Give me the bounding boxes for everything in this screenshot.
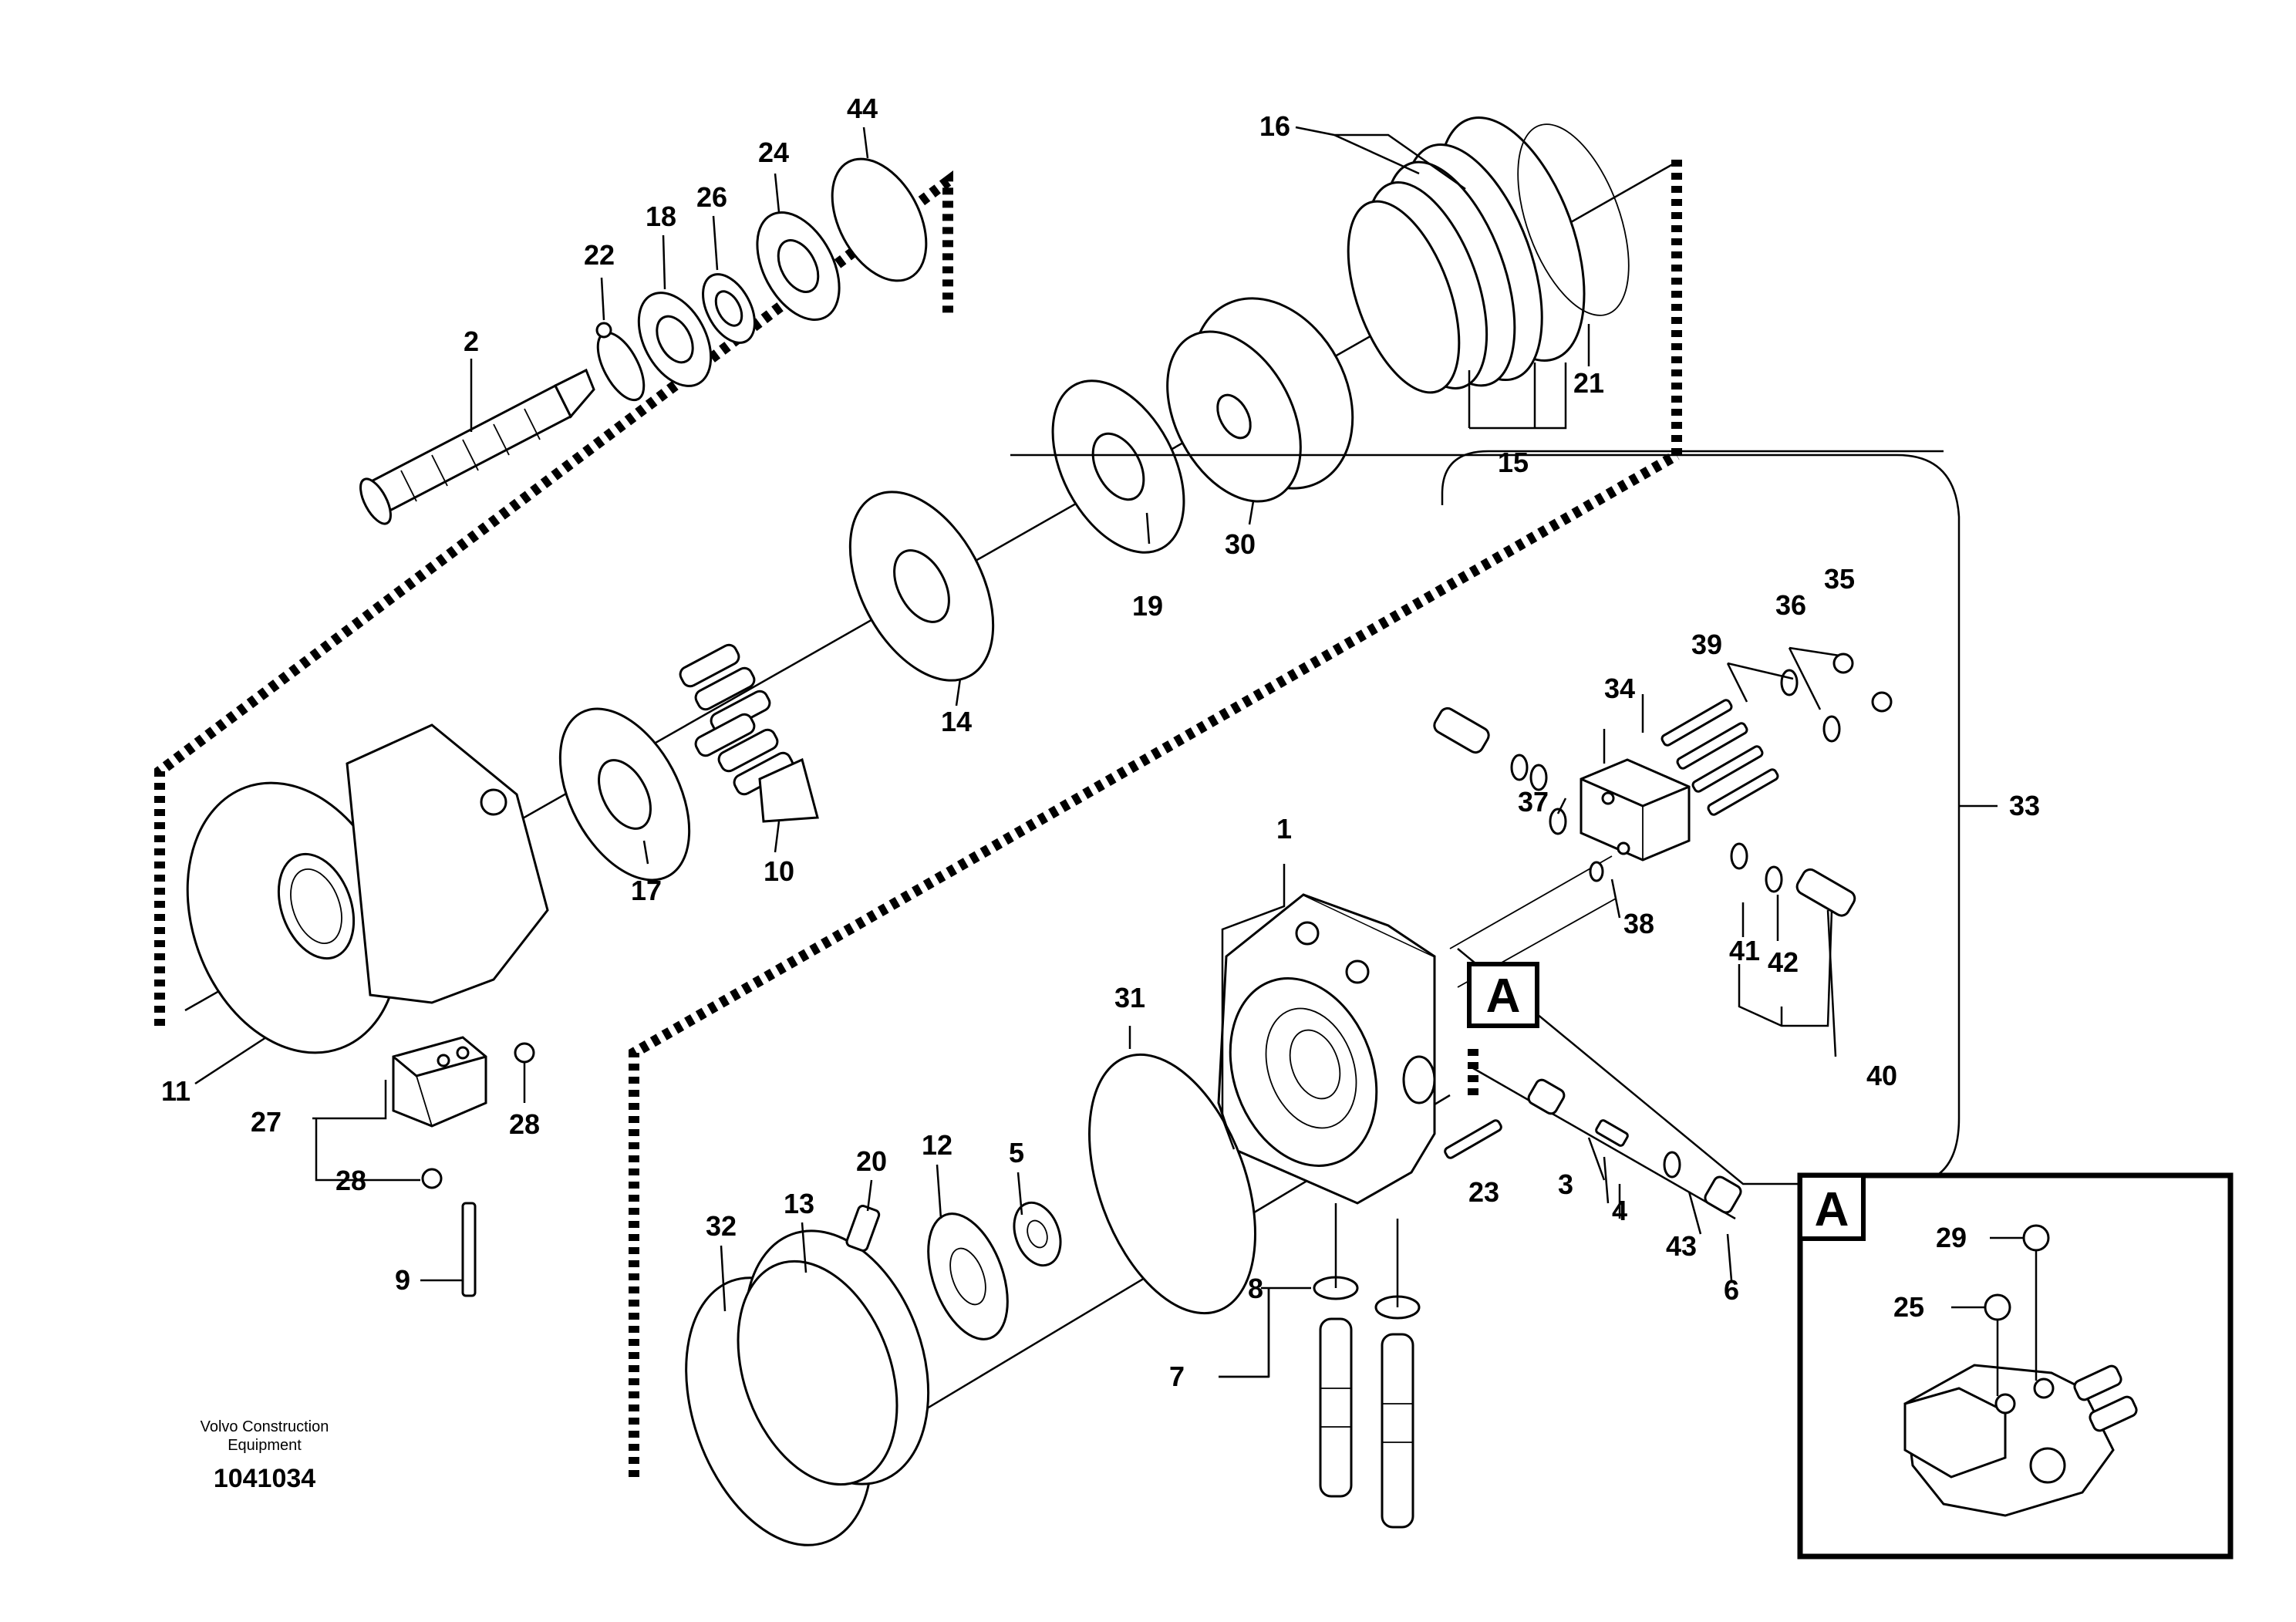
inset-letter: A: [1815, 1183, 1849, 1236]
label-part-3: 3: [1558, 1168, 1573, 1200]
inset-detail-a: A: [1797, 1172, 2234, 1560]
detail-a-letter: A: [1486, 969, 1521, 1023]
label-part-43: 43: [1666, 1230, 1697, 1262]
label-part-25: 25: [1893, 1291, 1924, 1323]
label-part-28-left: 28: [335, 1165, 366, 1196]
label-part-42: 42: [1768, 946, 1799, 978]
piston-set-part-10: [679, 643, 819, 823]
company-line-2: Equipment: [228, 1437, 302, 1454]
label-part-17: 17: [631, 875, 662, 906]
label-part-37: 37: [1518, 786, 1549, 818]
label-part-30: 30: [1225, 528, 1256, 560]
label-part-1: 1: [1276, 813, 1292, 845]
label-part-38: 38: [1623, 908, 1654, 939]
inset-plug-25: [1984, 1293, 2011, 1321]
label-part-16: 16: [1259, 110, 1290, 142]
label-part-10: 10: [764, 855, 794, 887]
label-part-15: 15: [1498, 447, 1529, 478]
label-part-41: 41: [1729, 935, 1760, 966]
label-part-19: 19: [1132, 590, 1163, 622]
label-part-31: 31: [1114, 982, 1145, 1013]
part-labels: 2 22 18 26 24 44 16 21 15 30 19 14 17 10…: [161, 93, 2040, 1392]
label-part-11: 11: [161, 1075, 190, 1107]
detail-a-marker: [1467, 962, 1539, 1028]
label-part-39: 39: [1691, 629, 1722, 660]
valve-block-part-27: [392, 1036, 535, 1297]
label-part-4: 4: [1612, 1195, 1627, 1226]
drawing-number: 1041034: [214, 1464, 315, 1493]
label-part-18: 18: [646, 201, 676, 232]
label-part-9: 9: [395, 1264, 410, 1296]
label-part-12: 12: [922, 1129, 952, 1161]
label-part-26: 26: [696, 181, 727, 213]
shaft-part-2: [359, 368, 595, 525]
label-part-32: 32: [706, 1210, 737, 1242]
label-part-23: 23: [1468, 1176, 1499, 1208]
motor-housing-part-11: [186, 723, 549, 1054]
label-part-36: 36: [1775, 589, 1806, 621]
inset-letter-box: [1798, 1173, 1866, 1241]
label-part-5: 5: [1009, 1137, 1024, 1168]
lower-section-boundary: [629, 450, 1680, 1477]
label-part-28-right: 28: [509, 1108, 540, 1140]
label-part-33: 33: [2009, 790, 2040, 821]
section-boundaries: [154, 154, 1682, 1477]
rear-cover-part-1: [1217, 893, 1436, 1205]
label-part-21: 21: [1573, 367, 1604, 399]
label-part-22: 22: [584, 239, 615, 271]
label-part-34: 34: [1604, 673, 1635, 704]
detail-a-callout: A: [1467, 962, 1539, 1028]
label-part-35: 35: [1824, 563, 1855, 595]
label-part-20: 20: [856, 1145, 887, 1177]
cylinder-block-part-30: [1166, 297, 1354, 503]
footer: Volvo Construction Equipment 1041034: [201, 1418, 329, 1493]
label-part-44: 44: [847, 93, 878, 124]
detail-plug-parts: [1444, 1067, 1742, 1220]
bearing-stack: [595, 157, 928, 402]
plates: [558, 379, 1185, 882]
label-part-29: 29: [1936, 1222, 1967, 1253]
leader-lines: [194, 126, 1998, 1378]
company-line-1: Volvo Construction: [201, 1418, 329, 1435]
label-part-8: 8: [1248, 1273, 1263, 1304]
lower-parts: [685, 1053, 1256, 1546]
label-part-6: 6: [1724, 1274, 1739, 1306]
label-part-13: 13: [784, 1188, 814, 1219]
inset-plug-29: [2022, 1224, 2050, 1252]
brake-pack: [1347, 116, 1630, 394]
valve-spools-part-7: [1313, 1203, 1421, 1529]
label-part-2: 2: [464, 325, 479, 357]
label-part-24: 24: [758, 137, 789, 168]
label-part-7: 7: [1169, 1361, 1185, 1392]
label-part-27: 27: [251, 1106, 282, 1138]
label-part-40: 40: [1866, 1060, 1897, 1091]
label-part-14: 14: [941, 706, 972, 737]
